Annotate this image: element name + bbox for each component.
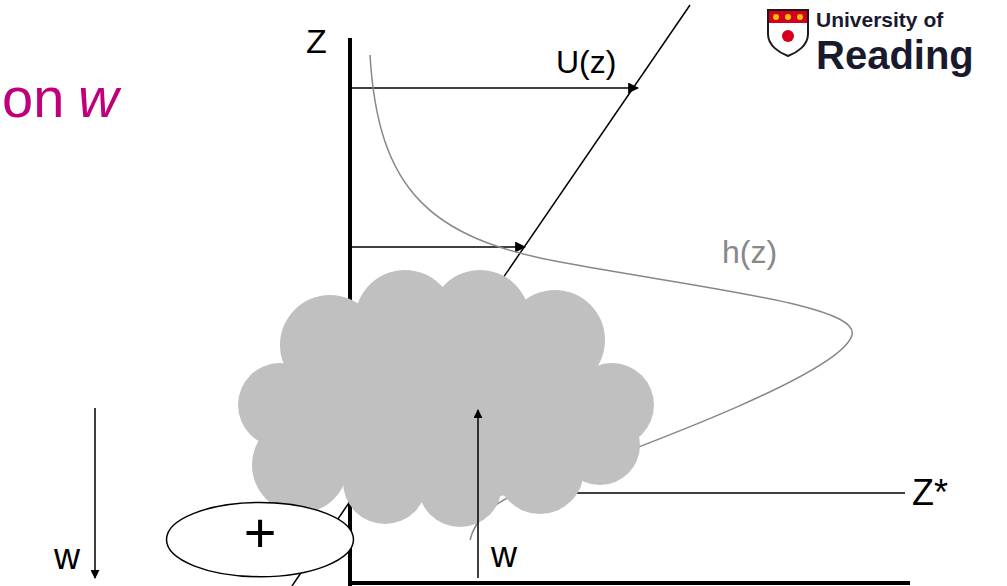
curve-label: h(z) bbox=[722, 234, 777, 271]
node-symbol: + bbox=[244, 505, 277, 561]
logo-text: University of bbox=[816, 8, 943, 32]
velocity-label: w bbox=[54, 536, 80, 577]
cloud bbox=[238, 270, 654, 527]
logo-text: Reading bbox=[816, 32, 974, 78]
x-axis bbox=[348, 581, 910, 585]
velocity-label: w bbox=[491, 534, 517, 575]
title-fragment: on bbox=[2, 66, 64, 130]
level-label: Z* bbox=[912, 472, 948, 513]
axis-label: Z bbox=[306, 22, 327, 61]
title-symbol: w bbox=[78, 66, 118, 130]
updraft-arrow bbox=[477, 410, 479, 578]
wind-arrow bbox=[350, 87, 638, 89]
heating-profile-curve bbox=[370, 55, 852, 540]
wind-profile-line bbox=[292, 5, 690, 586]
wind-label: U(z) bbox=[556, 44, 616, 81]
downdraft-arrow bbox=[94, 408, 96, 578]
university-shield bbox=[768, 10, 808, 56]
perturbation-ellipse: + bbox=[165, 501, 355, 578]
